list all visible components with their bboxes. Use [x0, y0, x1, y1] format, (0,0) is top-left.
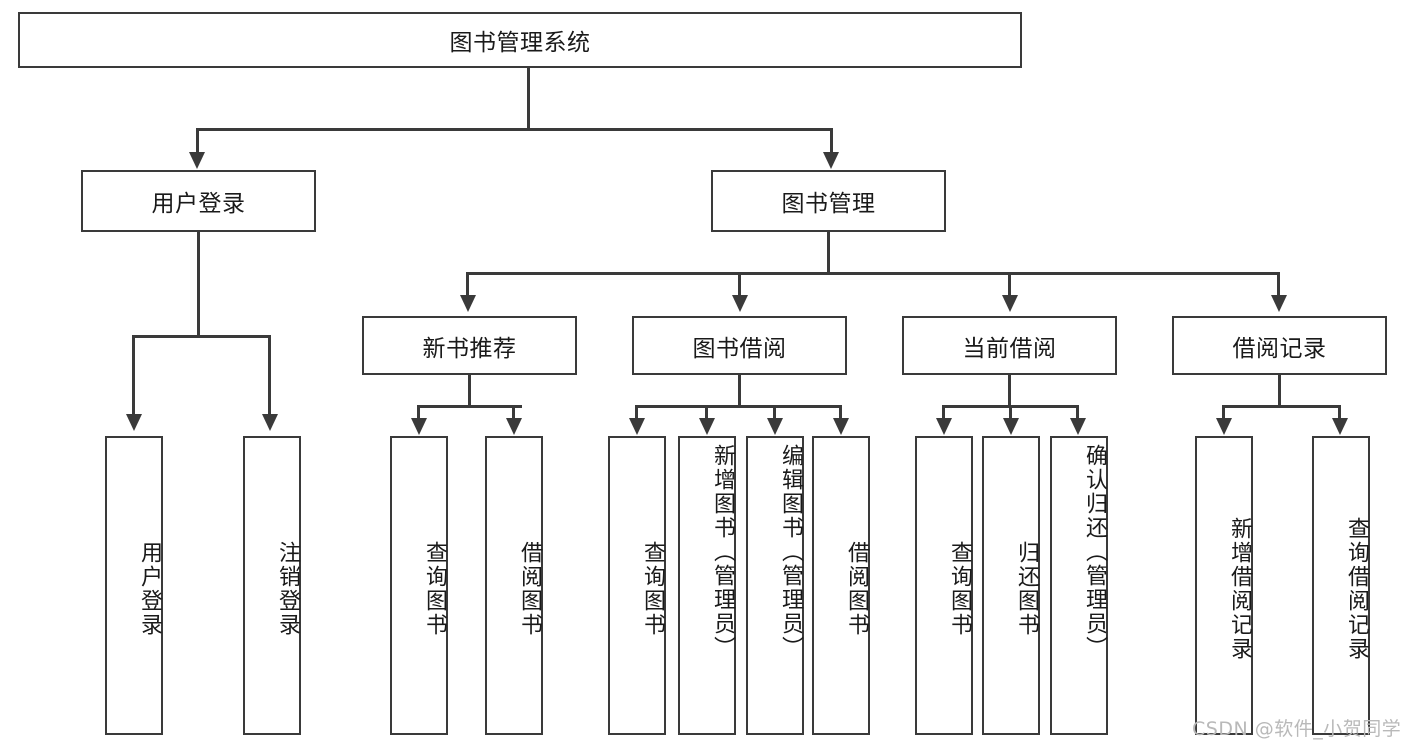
- arrow-to-new-book-recommend: [460, 295, 476, 312]
- node-leaf-user-login[interactable]: 用户登录: [105, 436, 163, 735]
- node-current-borrow[interactable]: 当前借阅: [902, 316, 1117, 375]
- node-label: 查询借阅记录: [1344, 516, 1369, 661]
- edge-root-stem: [527, 68, 530, 130]
- node-label: 查询图书: [422, 540, 447, 637]
- edge-user-login-drop-2: [268, 335, 271, 416]
- node-leaf-query-book-2[interactable]: 查询图书: [608, 436, 666, 735]
- edge-user-login-drop-1: [132, 335, 135, 416]
- node-label: 用户登录: [137, 540, 162, 637]
- arrow-to-leaf-query-book-3: [936, 418, 952, 435]
- node-borrow-record[interactable]: 借阅记录: [1172, 316, 1387, 375]
- node-label: 新增借阅记录: [1227, 516, 1252, 661]
- node-leaf-edit-book[interactable]: 编辑图书（管理员）: [746, 436, 804, 735]
- edge-br-drop-2: [1338, 405, 1341, 419]
- node-book-management[interactable]: 图书管理: [711, 170, 946, 232]
- arrow-to-leaf-edit-book: [767, 418, 783, 435]
- edge-user-login-bus: [132, 335, 270, 338]
- node-new-book-recommend[interactable]: 新书推荐: [362, 316, 577, 375]
- edge-br-stem: [1278, 375, 1281, 407]
- edge-root-to-user-login: [196, 128, 199, 154]
- edge-book-management-stem: [827, 232, 830, 274]
- edge-bm-drop-current-borrow: [1008, 272, 1011, 297]
- edge-book-management-bus: [466, 272, 1280, 275]
- edge-cb-drop-3: [1076, 405, 1079, 419]
- arrow-to-leaf-borrow-book-2: [833, 418, 849, 435]
- edge-nbr-bus: [417, 405, 522, 408]
- arrow-to-borrow-record: [1271, 295, 1287, 312]
- edge-bm-drop-book-borrow: [738, 272, 741, 297]
- edge-user-login-stem: [197, 232, 200, 337]
- edge-root-bus: [196, 128, 833, 131]
- node-leaf-query-record[interactable]: 查询借阅记录: [1312, 436, 1370, 735]
- node-label: 借阅图书: [517, 540, 542, 637]
- node-label: 查询图书: [947, 540, 972, 637]
- node-label: 归还图书: [1014, 540, 1039, 637]
- arrow-to-current-borrow: [1002, 295, 1018, 312]
- edge-cb-drop-1: [942, 405, 945, 419]
- edge-bb-stem: [738, 375, 741, 407]
- arrow-to-leaf-query-record: [1332, 418, 1348, 435]
- node-user-login[interactable]: 用户登录: [81, 170, 316, 232]
- node-label: 图书借阅: [692, 335, 787, 362]
- edge-nbr-stem: [468, 375, 471, 407]
- node-book-management-system[interactable]: 图书管理系统: [18, 12, 1022, 68]
- csdn-watermark: CSDN @软件_小贺同学: [1192, 718, 1402, 740]
- arrow-to-leaf-logout: [262, 414, 278, 431]
- node-label: 注销登录: [275, 540, 300, 637]
- arrow-to-user-login: [189, 152, 205, 169]
- node-leaf-query-book-3[interactable]: 查询图书: [915, 436, 973, 735]
- edge-bb-drop-3: [773, 405, 776, 419]
- edge-bm-drop-borrow-record: [1277, 272, 1280, 297]
- arrow-to-book-borrow: [732, 295, 748, 312]
- edge-bm-drop-new-book: [466, 272, 469, 297]
- arrow-to-book-management: [823, 152, 839, 169]
- edge-bb-drop-1: [635, 405, 638, 419]
- node-leaf-borrow-book-1[interactable]: 借阅图书: [485, 436, 543, 735]
- arrow-to-leaf-return-book: [1003, 418, 1019, 435]
- edge-root-to-book-management: [830, 128, 833, 154]
- edge-bb-drop-2: [705, 405, 708, 419]
- node-label: 用户登录: [151, 191, 246, 217]
- node-label: 新增图书（管理员）: [710, 444, 735, 660]
- arrow-to-leaf-borrow-book-1: [506, 418, 522, 435]
- edge-br-drop-1: [1222, 405, 1225, 419]
- node-leaf-add-record[interactable]: 新增借阅记录: [1195, 436, 1253, 735]
- node-label: 图书管理: [781, 191, 876, 217]
- node-leaf-confirm-return[interactable]: 确认归还（管理员）: [1050, 436, 1108, 735]
- arrow-to-leaf-user-login: [126, 414, 142, 431]
- node-label: 当前借阅: [962, 335, 1057, 362]
- node-leaf-logout[interactable]: 注销登录: [243, 436, 301, 735]
- edge-bb-drop-4: [839, 405, 842, 419]
- node-label: 图书管理系统: [449, 30, 591, 56]
- arrow-to-leaf-query-book-1: [411, 418, 427, 435]
- edge-bb-bus: [635, 405, 840, 408]
- node-label: 查询图书: [640, 540, 665, 637]
- arrow-to-leaf-add-book: [699, 418, 715, 435]
- edge-cb-stem: [1008, 375, 1011, 407]
- node-label: 借阅图书: [844, 540, 869, 637]
- node-book-borrow[interactable]: 图书借阅: [632, 316, 847, 375]
- edge-nbr-drop-2: [512, 405, 515, 419]
- edge-cb-drop-2: [1009, 405, 1012, 419]
- node-label: 借阅记录: [1232, 335, 1327, 362]
- arrow-to-leaf-add-record: [1216, 418, 1232, 435]
- node-label: 编辑图书（管理员）: [778, 444, 803, 660]
- node-leaf-query-book-1[interactable]: 查询图书: [390, 436, 448, 735]
- node-leaf-return-book[interactable]: 归还图书: [982, 436, 1040, 735]
- node-leaf-add-book[interactable]: 新增图书（管理员）: [678, 436, 736, 735]
- edge-nbr-drop-1: [417, 405, 420, 419]
- arrow-to-leaf-confirm-return: [1070, 418, 1086, 435]
- node-leaf-borrow-book-2[interactable]: 借阅图书: [812, 436, 870, 735]
- arrow-to-leaf-query-book-2: [629, 418, 645, 435]
- edge-br-bus: [1222, 405, 1341, 408]
- node-label: 新书推荐: [422, 335, 517, 362]
- node-label: 确认归还（管理员）: [1082, 444, 1107, 660]
